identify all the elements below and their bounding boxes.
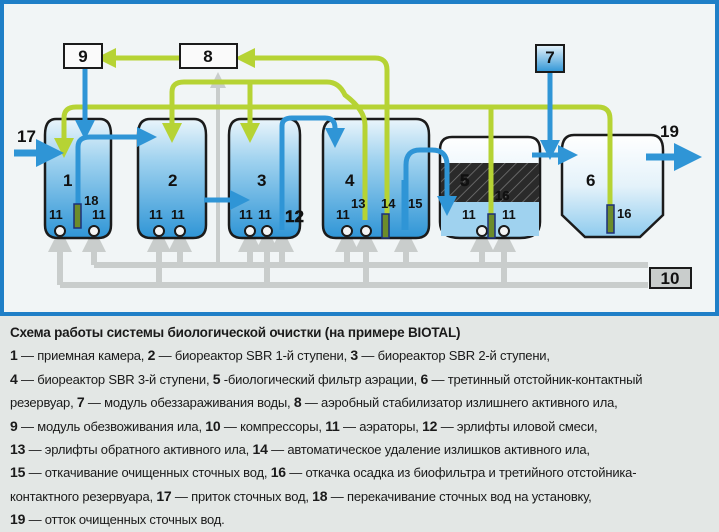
legend-number: 3 xyxy=(350,347,359,364)
pump-15-label: 15 xyxy=(408,196,422,211)
caption-line: 4 — биореактор SBR 3-й ступени, 5 -биоло… xyxy=(10,368,718,391)
box-9: 9 xyxy=(63,43,103,69)
box-8-label: 8 xyxy=(203,47,212,66)
legend-text: — компрессоры, xyxy=(220,418,326,434)
legend-number: 1 xyxy=(10,347,18,364)
box-10-label: 10 xyxy=(661,269,680,288)
legend-text: — модуль обеззараживания воды, xyxy=(84,395,294,411)
airlift-13-label: 13 xyxy=(351,196,365,211)
legend-text: — откачивание очищенных сточных вод, xyxy=(25,465,271,481)
caption-legend: 1 — приемная камера, 2 — биореактор SBR … xyxy=(10,344,718,531)
legend-number: 19 xyxy=(10,511,26,528)
legend-text: — откачка осадка из биофильтра и третийн… xyxy=(285,465,637,481)
legend-text: — биореактор SBR 1-й ступени, xyxy=(155,348,351,364)
legend-number: 18 xyxy=(312,487,328,504)
svg-text:11: 11 xyxy=(171,207,185,222)
legend-text: — автоматическое удаление излишков актив… xyxy=(267,442,590,458)
caption-title: Схема работы системы биологической очист… xyxy=(10,325,461,340)
legend-number: 4 xyxy=(10,370,18,387)
box-10: 10 xyxy=(649,267,692,289)
box-7-label: 7 xyxy=(545,48,554,67)
legend-text: — биореактор SBR 2-й ступени, xyxy=(358,348,550,364)
svg-text:11: 11 xyxy=(149,207,163,222)
sludge-pipes xyxy=(54,48,613,233)
box-9-label: 9 xyxy=(78,47,87,66)
tank-4-label: 4 xyxy=(345,171,355,190)
legend-number: 16 xyxy=(270,464,286,481)
legend-number: 11 xyxy=(325,417,340,434)
aerators xyxy=(54,225,510,237)
removal-14-label: 14 xyxy=(381,196,396,211)
legend-number: 2 xyxy=(147,347,156,364)
caption-line: 13 — эрлифты обратного активного ила, 14… xyxy=(10,438,718,461)
legend-number: 6 xyxy=(420,370,429,387)
tank-5-label: 5 xyxy=(460,171,469,190)
legend-text: — приток сточных вод, xyxy=(171,488,313,504)
aerator-labels: 11 11 11 11 11 11 11 11 11 xyxy=(49,207,516,222)
legend-text: — третинный отстойник-контактный xyxy=(428,371,643,387)
tank-2-label: 2 xyxy=(168,171,177,190)
svg-text:11: 11 xyxy=(502,207,516,222)
legend-text: — перекачивание сточных вод на установку… xyxy=(327,488,592,504)
legend-number: 15 xyxy=(10,464,26,481)
legend-text: — аэробный стабилизатор излишнего активн… xyxy=(301,395,618,411)
legend-number: 8 xyxy=(293,394,302,411)
caption-line: резервуар, 7 — модуль обеззараживания во… xyxy=(10,391,718,414)
legend-number: 5 xyxy=(212,370,221,387)
caption-line: контактного резервуара, 17 — приток сточ… xyxy=(10,485,718,508)
caption-line: 1 — приемная камера, 2 — биореактор SBR … xyxy=(10,344,718,367)
legend-text: — отток очищенных сточных вод. xyxy=(25,512,225,528)
svg-text:11: 11 xyxy=(49,207,63,222)
svg-text:11: 11 xyxy=(258,207,272,222)
svg-text:11: 11 xyxy=(336,207,350,222)
legend-text: — эрлифты обратного активного ила, xyxy=(25,442,253,458)
tank-6-label: 6 xyxy=(586,171,595,190)
figure-caption: Схема работы системы биологической очист… xyxy=(10,322,718,532)
legend-text: — эрлифты иловой смеси, xyxy=(437,418,598,434)
legend-number: 7 xyxy=(76,394,85,411)
legend-number: 17 xyxy=(156,487,172,504)
legend-text: — приемная камера, xyxy=(17,348,148,364)
svg-text:11: 11 xyxy=(239,207,253,222)
sludge-pump-16-label: 16 xyxy=(617,206,631,221)
compressed-air-pipes xyxy=(48,72,648,288)
airlift-12-label: 12 xyxy=(285,207,304,226)
box-8: 8 xyxy=(179,43,238,69)
tank-1-label: 1 xyxy=(63,171,72,190)
outflow-label: 19 xyxy=(660,122,679,141)
legend-number: 9 xyxy=(10,417,18,434)
legend-text: резервуар, xyxy=(10,395,77,411)
water-pipes xyxy=(14,68,702,230)
caption-line: 19 — отток очищенных сточных вод. xyxy=(10,508,718,531)
svg-text:11: 11 xyxy=(462,207,476,222)
inflow-label: 17 xyxy=(17,127,36,146)
tank-3-label: 3 xyxy=(257,171,266,190)
legend-number: 14 xyxy=(252,441,268,458)
pump-units xyxy=(73,203,615,239)
legend-text: контактного резервуара, xyxy=(10,488,157,504)
legend-number: 10 xyxy=(205,417,221,434)
legend-number: 13 xyxy=(10,441,26,458)
svg-text:11: 11 xyxy=(92,207,106,222)
caption-line: 15 — откачивание очищенных сточных вод, … xyxy=(10,461,718,484)
box-7: 7 xyxy=(535,44,565,73)
pump-18-label: 18 xyxy=(84,193,98,208)
legend-text: — модуль обезвоживания ила, xyxy=(17,418,206,434)
sludge-pump-16-label: 16 xyxy=(495,188,509,203)
caption-line: 9 — модуль обезвоживания ила, 10 — компр… xyxy=(10,415,718,438)
legend-text: — биореактор SBR 3-й ступени, xyxy=(17,371,213,387)
legend-text: — аэраторы, xyxy=(339,418,423,434)
legend-number: 12 xyxy=(422,417,438,434)
treatment-scheme-diagram: 9 8 7 10 1 2 3 4 5 6 17 19 18 12 13 14 1… xyxy=(0,0,719,316)
legend-text: -биологический фильтр аэрации, xyxy=(220,371,421,387)
